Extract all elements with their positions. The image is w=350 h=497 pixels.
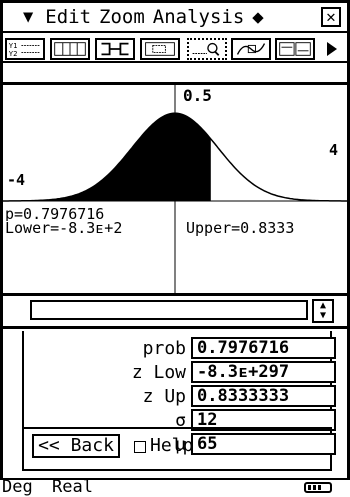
close-icon[interactable]: ✕ <box>321 7 341 27</box>
result-upper: Upper=0.8333 <box>183 221 295 236</box>
spin-arrows-icon[interactable]: ▲▼ <box>312 299 334 323</box>
field-label: μ <box>175 434 186 455</box>
z-low-field[interactable]: -8.3ᴇ+297 <box>191 361 336 383</box>
help-label: Help <box>150 435 194 456</box>
zoom-box-icon[interactable] <box>140 38 180 60</box>
graph-fit-icon[interactable] <box>95 38 135 60</box>
field-row-z-low: z Low -8.3ᴇ+297 <box>24 361 336 385</box>
status-bar: Deg Real <box>0 477 350 497</box>
zoom-in-icon[interactable] <box>187 38 227 60</box>
menu-analysis[interactable]: Analysis <box>152 6 245 28</box>
field-label: z Low <box>131 362 186 383</box>
dialog-divider <box>22 427 332 429</box>
scroll-right-icon[interactable] <box>321 38 343 60</box>
field-row-z-up: z Up 0.8333333 <box>24 385 336 409</box>
x-max-label: 4 <box>329 141 339 159</box>
svg-text:Y2: Y2 <box>9 49 18 58</box>
back-button[interactable]: << Back <box>32 434 120 458</box>
trace-icon[interactable] <box>231 38 271 60</box>
result-lower: Lower=-8.3ᴇ+2 <box>5 219 123 237</box>
distribution-dialog: prob 0.7976716 z Low -8.3ᴇ+297 z Up 0.83… <box>22 331 336 471</box>
number-mode[interactable]: Real <box>52 477 93 497</box>
field-row-prob: prob 0.7976716 <box>24 337 336 361</box>
field-row-sigma: σ 12 <box>24 409 336 433</box>
shaded-area <box>3 113 211 201</box>
battery-level <box>308 485 323 490</box>
svg-text:Y1: Y1 <box>9 41 18 50</box>
menu-arrow-icon[interactable]: ▼ <box>23 7 34 27</box>
field-label: z Up <box>142 386 186 407</box>
mu-field[interactable]: 65 <box>191 433 336 455</box>
field-row-mu: μ 65 <box>24 433 336 457</box>
split-view-icon[interactable] <box>275 38 315 60</box>
sigma-field[interactable]: 12 <box>191 409 336 431</box>
angle-mode[interactable]: Deg <box>2 477 33 497</box>
y-max-label: 0.5 <box>183 86 212 105</box>
divider <box>3 326 347 329</box>
entry-input[interactable] <box>30 300 308 320</box>
prob-field[interactable]: 0.7976716 <box>191 337 336 359</box>
table-icon[interactable] <box>50 38 90 60</box>
distribution-graph[interactable]: -4 4 0.5 p=0.7976716 Lower=-8.3ᴇ+2 Upper… <box>3 82 347 296</box>
menu-edit[interactable]: Edit <box>45 6 92 28</box>
x-min-label: -4 <box>7 171 26 189</box>
battery-icon <box>304 482 332 493</box>
menu-bar: ▼ Edit Zoom Analysis ◆ ✕ <box>3 3 347 33</box>
menu-diamond[interactable]: ◆ <box>252 6 264 28</box>
result-probability: p=0.7976716 <box>5 205 107 223</box>
z-up-field[interactable]: 0.8333333 <box>191 385 336 407</box>
menu-zoom[interactable]: Zoom <box>99 6 145 28</box>
field-label: σ <box>175 410 186 431</box>
help-checkbox[interactable] <box>134 441 146 453</box>
field-label: prob <box>142 338 186 359</box>
